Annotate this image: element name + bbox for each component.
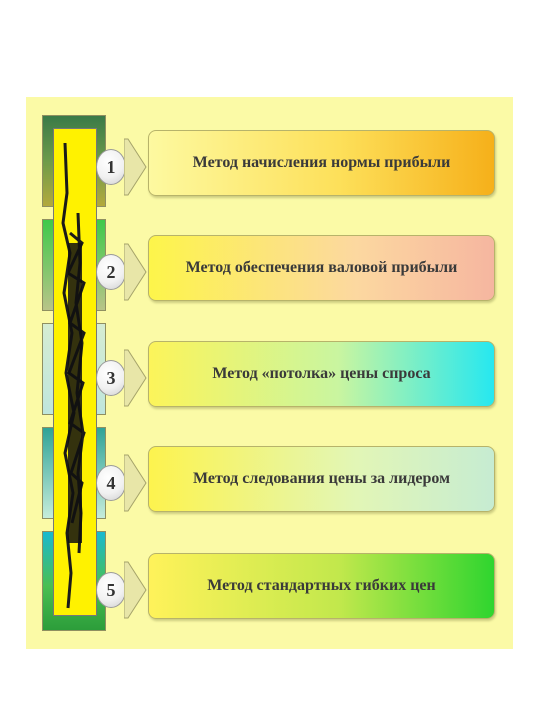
step-number-badge: 3	[96, 360, 126, 396]
step-number-badge: 2	[96, 254, 126, 290]
step-label-box: Метод «потолка» цены спроса	[148, 341, 495, 407]
step-number-badge: 4	[96, 465, 126, 501]
step-row-3: 3 Метод «потолка» цены спроса	[26, 340, 513, 416]
chevron-right-icon	[124, 243, 147, 301]
diagram-slide: 1 Метод начисления нормы прибыли 2 Метод…	[26, 97, 513, 649]
step-row-4: 4 Метод следования цены за лидером	[26, 445, 513, 521]
bar-scribble-graphic	[61, 142, 86, 609]
left-vertical-bar	[42, 115, 106, 631]
step-number-badge: 1	[96, 149, 126, 185]
step-label-box: Метод следования цены за лидером	[148, 446, 495, 512]
step-label-box: Метод стандартных гибких цен	[148, 553, 495, 619]
chevron-right-icon	[124, 349, 147, 407]
step-row-2: 2 Метод обеспечения валовой прибыли	[26, 234, 513, 310]
step-number-badge: 5	[96, 572, 126, 608]
step-label-box: Метод обеспечения валовой прибыли	[148, 235, 495, 301]
step-row-5: 5 Метод стандартных гибких цен	[26, 552, 513, 628]
step-row-1: 1 Метод начисления нормы прибыли	[26, 129, 513, 205]
step-label-box: Метод начисления нормы прибыли	[148, 130, 495, 196]
chevron-right-icon	[124, 561, 147, 619]
chevron-right-icon	[124, 138, 147, 196]
chevron-right-icon	[124, 454, 147, 512]
